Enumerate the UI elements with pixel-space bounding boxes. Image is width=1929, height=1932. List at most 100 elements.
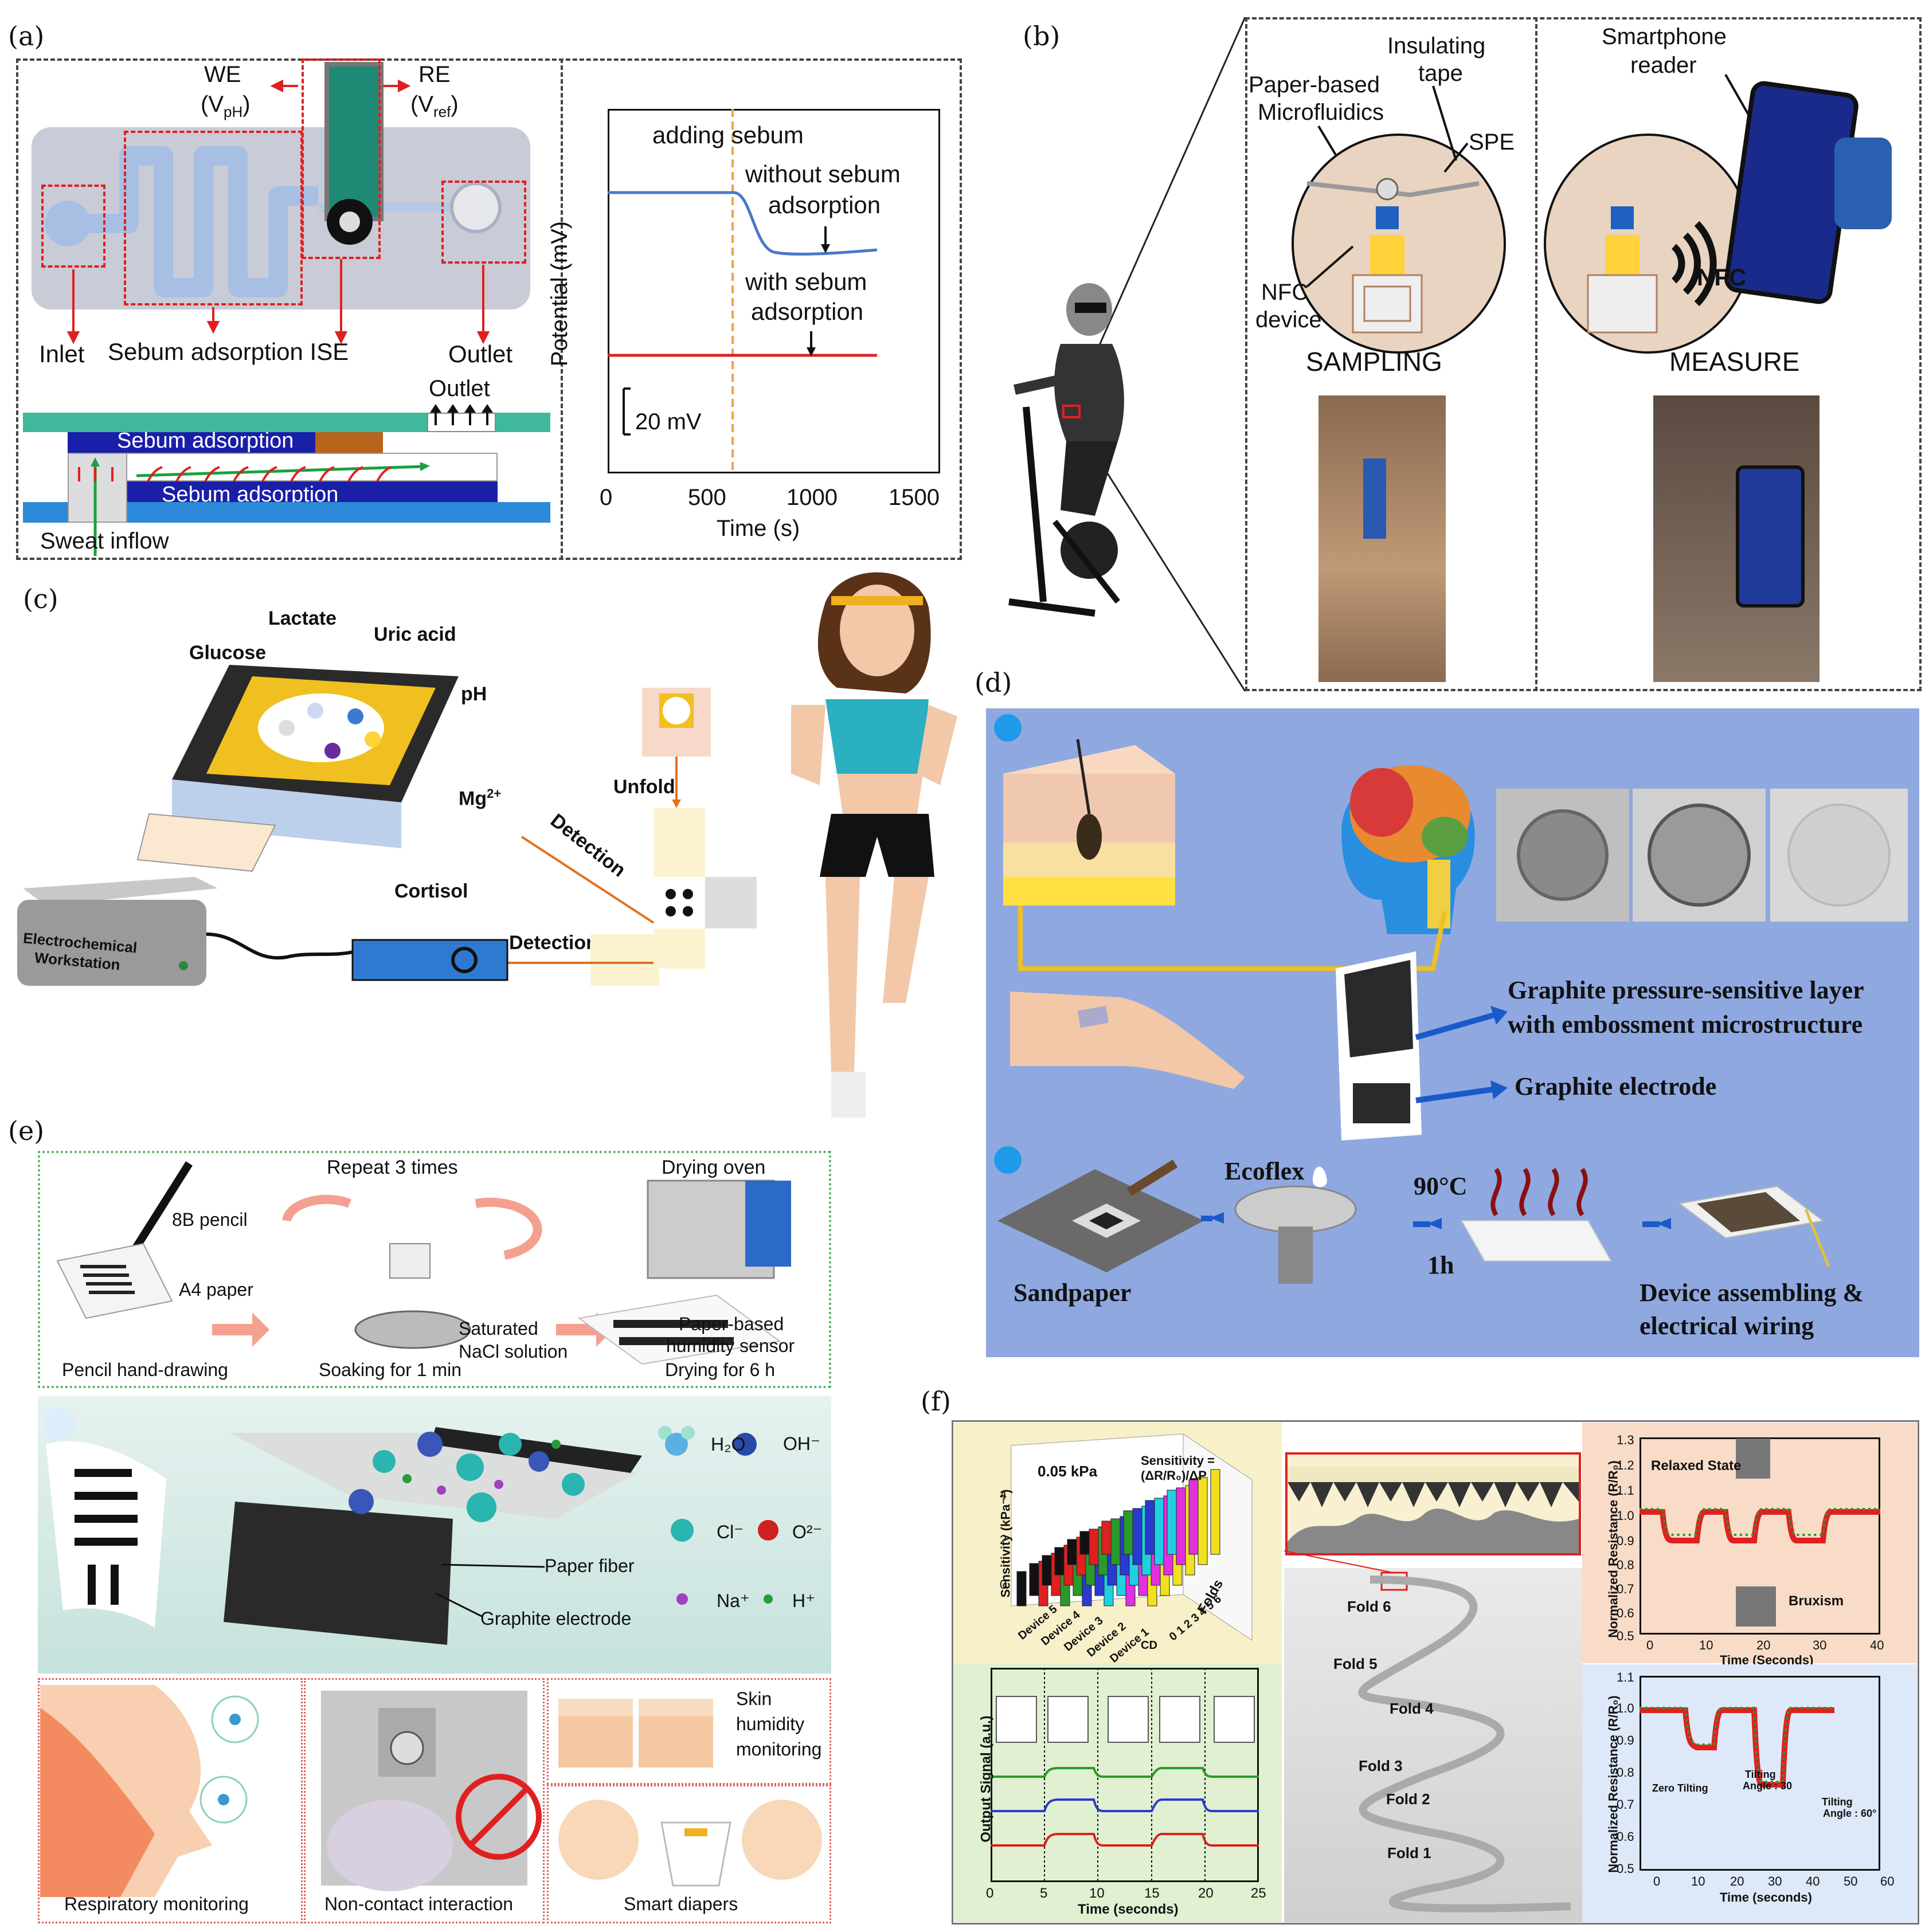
duration-label: 1h <box>1427 1251 1454 1279</box>
cl-legend: Cl⁻ <box>717 1522 744 1542</box>
bar3d-bar <box>1198 1477 1208 1565</box>
na-legend: Na⁺ <box>717 1590 750 1611</box>
outlet-up-arrows <box>430 404 493 425</box>
sebum-ise-label: Sebum adsorption ISE <box>108 338 349 365</box>
pencil-label: 8B pencil <box>172 1209 248 1230</box>
scalebar-label: 20 mV <box>635 409 702 434</box>
with-sebum-label-1: with sebum <box>745 268 867 295</box>
output-ylabel: Output Signal (a.u.) <box>978 1715 994 1843</box>
bottom-right-xlabel: Time (seconds) <box>1720 1890 1812 1904</box>
app-frame-respiratory <box>38 1678 303 1923</box>
x-tick-1000: 1000 <box>787 485 838 510</box>
diapers-label: Smart diapers <box>624 1894 738 1914</box>
graphite-sensor-strip <box>1336 951 1422 1141</box>
bar3d-bar <box>1054 1547 1065 1576</box>
graphite-electrode-e-label: Graphite electrode <box>480 1608 632 1629</box>
tilting-plot <box>1640 1707 1834 1788</box>
inlet-box <box>41 185 105 268</box>
skin-label-1: Skin <box>736 1688 772 1709</box>
panel-b-frame <box>1245 17 1922 691</box>
mechanism-leaders <box>435 1563 545 1617</box>
tilt30-label-2: Angle : 30 <box>1743 1780 1793 1792</box>
app-frame-noncontact <box>304 1678 545 1923</box>
bottom-right-ytick-4: 0.7 <box>1617 1797 1634 1812</box>
respiratory-label: Respiratory monitoring <box>64 1894 249 1914</box>
bar3d-bar <box>1176 1487 1186 1565</box>
sampling-photo <box>1318 395 1446 682</box>
bottom-right-ytick-3: 0.8 <box>1617 1765 1634 1780</box>
fold-5-label: Fold 5 <box>1333 1655 1378 1672</box>
flow-arrows <box>78 457 430 556</box>
bottom-right-xtick-0: 0 <box>1653 1874 1661 1888</box>
nacl-label-1: Saturated <box>459 1318 538 1339</box>
bar3d-bar <box>1132 1508 1142 1565</box>
skin-label-3: monitoring <box>736 1739 822 1759</box>
diapers-illustration <box>558 1800 822 1887</box>
process-illustrations <box>56 1161 791 1365</box>
without-sebum-label-2: adsorption <box>768 191 881 218</box>
fold-1-label: Fold 1 <box>1387 1844 1431 1862</box>
graphite-electrode-label: Graphite electrode <box>1515 1072 1717 1100</box>
output-signal-plot <box>991 1668 1259 1882</box>
measure-title: MEASURE <box>1669 347 1800 377</box>
x-tick-500: 500 <box>688 485 726 510</box>
step-3-label: Drying for 6 h <box>665 1359 776 1380</box>
tilt30-label-1: Tilting <box>1745 1769 1776 1780</box>
bar3d-bar <box>1042 1555 1052 1586</box>
sweat-patch-unfold <box>504 688 757 986</box>
top-right-xtick-20: 20 <box>1756 1638 1771 1652</box>
runner-woman <box>791 572 957 1118</box>
bottom-right-ytick-6: 0.5 <box>1617 1862 1634 1876</box>
panel-d-label: (d) <box>975 667 1012 698</box>
noncontact-illustration <box>321 1691 542 1891</box>
bar3d-bar <box>1067 1539 1077 1565</box>
step-1-label: Pencil hand-drawing <box>62 1359 228 1380</box>
panel-b-divider <box>1535 17 1537 691</box>
h-legend: H⁺ <box>792 1590 815 1611</box>
bar3d-ytick-4: 4 <box>1000 1488 1007 1502</box>
bar3d-bar <box>1210 1469 1220 1555</box>
bottom-right-ytick-0: 1.1 <box>1617 1670 1634 1684</box>
assembly-label-1: Device assembling & <box>1640 1279 1864 1307</box>
glucose-label: Glucose <box>189 642 267 664</box>
sensor-label-1: Paper-based <box>679 1314 784 1334</box>
spe-label: SPE <box>1469 130 1515 155</box>
ise-box <box>302 58 381 259</box>
bruxism-plot <box>1640 1439 1880 1627</box>
sampling-photo-device <box>1363 458 1386 539</box>
outlet-top-gap <box>427 413 496 432</box>
brown-layer <box>315 432 383 453</box>
bar3d-bar <box>1079 1531 1090 1555</box>
smartphone-label-1: Smartphone <box>1602 24 1727 49</box>
unfold-label: Unfold <box>613 776 675 798</box>
nacl-label-2: NaCl solution <box>459 1341 568 1362</box>
sandpaper-label: Sandpaper <box>1014 1279 1132 1307</box>
with-sebum-label-2: adsorption <box>751 298 864 325</box>
top-right-ytick-2: 1.1 <box>1617 1483 1634 1498</box>
top-right-ytick-5: 0.8 <box>1617 1558 1634 1572</box>
fabrication-steps <box>997 1159 1830 1284</box>
bar3d-devices-5: CD <box>1141 1639 1157 1652</box>
paper-based-label-2: Microfluidics <box>1258 100 1384 125</box>
x-tick-0: 0 <box>600 485 613 510</box>
sampling-title: SAMPLING <box>1306 347 1442 377</box>
insulating-label-1: Insulating <box>1387 33 1486 58</box>
measure-photo-phone <box>1736 465 1805 608</box>
bar3d-bar <box>1110 1518 1121 1565</box>
bar3d-ytick-2: 2 <box>1000 1533 1007 1547</box>
bar3d-chart <box>1011 1433 1253 1641</box>
zero-tilting-label: Zero Tilting <box>1652 1782 1708 1794</box>
top-right-ytick-1: 1.2 <box>1617 1458 1634 1472</box>
assembly-label-2: electrical wiring <box>1640 1312 1814 1340</box>
coin-photo-1 <box>1496 789 1629 922</box>
sensor-label-2: humidity sensor <box>666 1335 795 1356</box>
nfc-logo-text: NFC <box>1697 264 1747 291</box>
top-right-xtick-40: 40 <box>1870 1638 1884 1652</box>
drying-oven-label: Drying oven <box>662 1157 766 1178</box>
panel-b-label: (b) <box>1023 21 1061 52</box>
bottom-right-ylabel: Normalized Resistance (R/R₀) <box>1606 1695 1621 1873</box>
paper-based-label-1: Paper-based <box>1249 72 1380 97</box>
panel-c-label: (c) <box>23 583 58 614</box>
tilt60-label-2: Angle : 60° <box>1823 1808 1877 1819</box>
output-xtick-15: 15 <box>1144 1886 1160 1901</box>
